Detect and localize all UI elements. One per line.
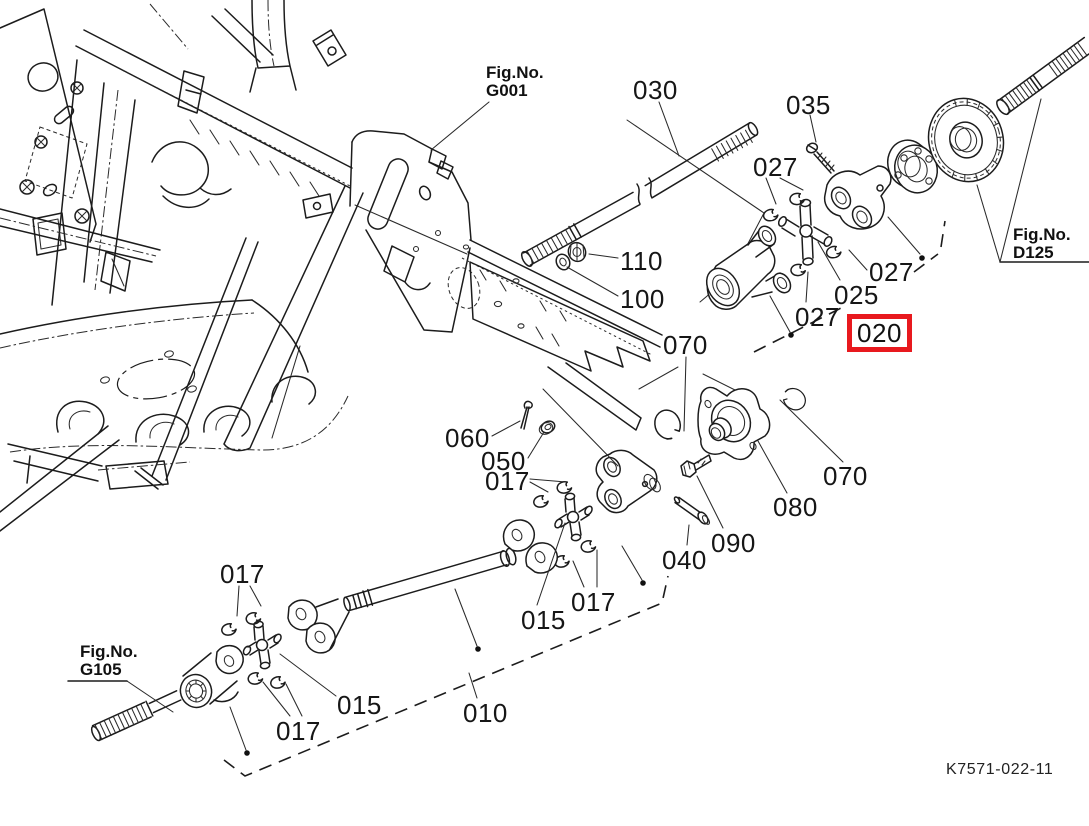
callout-017-mid-lower[interactable]: 017 <box>571 587 616 617</box>
figref-code: G001 <box>486 80 528 100</box>
spider-015-bottom-drawing <box>242 620 282 670</box>
callout-110[interactable]: 110 <box>620 246 663 276</box>
highlighted-callout-020[interactable]: 020 <box>847 314 912 352</box>
axis-line <box>542 388 619 467</box>
drawing-number: K7571-022-11 <box>946 761 1054 778</box>
tube-yoke-right-drawing <box>502 519 558 574</box>
nut-110-drawing <box>567 241 587 263</box>
callout-040[interactable]: 040 <box>662 545 707 575</box>
yoke-g105-drawing <box>179 644 244 709</box>
callout-027-mid[interactable]: 027 <box>795 302 840 332</box>
double-yoke-drawing <box>595 449 661 514</box>
circlip-070-right-drawing <box>778 383 811 415</box>
figref-prefix: Fig.No. <box>486 63 544 82</box>
callout-030[interactable]: 030 <box>633 75 678 105</box>
figref-prefix: Fig.No. <box>80 642 138 661</box>
yoke-left-020-drawing <box>705 225 792 310</box>
yoke-right-020-drawing <box>823 165 892 230</box>
figref-prefix: Fig.No. <box>1013 225 1071 244</box>
frame-line-art <box>0 0 748 532</box>
spider-015-mid-drawing <box>554 492 593 542</box>
gear-drawing <box>927 97 1005 183</box>
tube-yoke-left-drawing <box>287 598 350 654</box>
figref-code: D125 <box>1013 242 1054 262</box>
callout-027-top[interactable]: 027 <box>753 152 798 182</box>
figref-code: G105 <box>80 659 122 679</box>
tube-shaft-drawing <box>343 547 517 612</box>
pin-040-drawing <box>673 496 711 525</box>
callout-020-label: 020 <box>857 317 902 348</box>
callout-015-bottom[interactable]: 015 <box>337 690 382 720</box>
leader-lines <box>67 98 1089 751</box>
callout-080[interactable]: 080 <box>773 492 818 522</box>
washer-100-drawing <box>555 253 571 271</box>
callout-070-right[interactable]: 070 <box>823 461 868 491</box>
bolt-090-drawing <box>680 454 712 478</box>
callout-010[interactable]: 010 <box>463 698 508 728</box>
figure-ref-d125[interactable]: Fig.No. D125 <box>1013 226 1071 262</box>
callout-015-mid[interactable]: 015 <box>521 605 566 635</box>
callout-025[interactable]: 025 <box>834 280 879 310</box>
ball-bearing-drawing <box>887 139 938 194</box>
assembly-020-boundary <box>753 220 946 353</box>
assembly-dots <box>244 255 925 756</box>
callout-100[interactable]: 100 <box>620 284 665 314</box>
flange-bearing-080-drawing <box>697 386 771 461</box>
spider-025-drawing <box>777 198 833 266</box>
callout-090[interactable]: 090 <box>711 528 756 558</box>
assembly-010-boundary <box>223 575 669 777</box>
input-shaft-drawing <box>996 36 1089 116</box>
splined-shaft-g105-drawing <box>90 690 182 742</box>
cotter-pin-060-drawing <box>520 400 533 430</box>
callout-060[interactable]: 060 <box>445 423 490 453</box>
callout-017-upper[interactable]: 017 <box>485 466 530 496</box>
figure-ref-g105[interactable]: Fig.No. G105 <box>80 643 138 679</box>
callout-050[interactable]: 050 <box>481 446 526 476</box>
callout-017-bottom[interactable]: 017 <box>276 716 321 746</box>
callout-027-right[interactable]: 027 <box>869 257 914 287</box>
callout-070-top[interactable]: 070 <box>663 330 708 360</box>
circlip-070-left-drawing <box>650 406 685 443</box>
callout-017-bottom-left[interactable]: 017 <box>220 559 265 589</box>
callout-035[interactable]: 035 <box>786 90 831 120</box>
bolt-035-drawing <box>805 142 835 174</box>
washer-050-drawing <box>538 420 556 435</box>
shaft-030-drawing <box>520 121 759 267</box>
figure-ref-g001[interactable]: Fig.No. G001 <box>486 64 544 100</box>
